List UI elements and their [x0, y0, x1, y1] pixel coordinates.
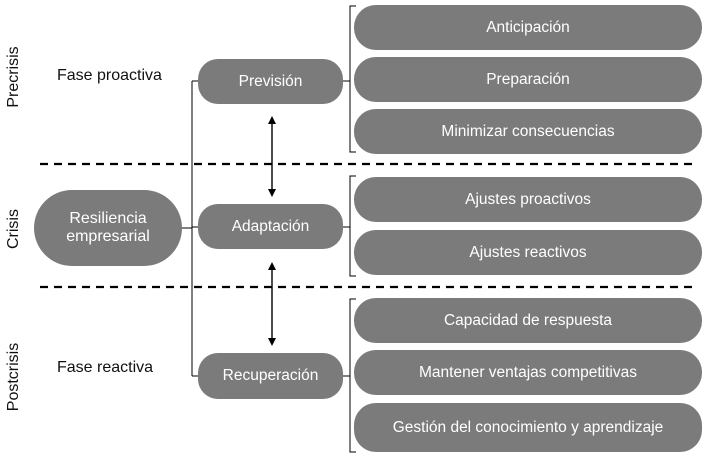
item-gestion-del-conocimiento: Gestión del conocimiento y aprendizaje	[354, 403, 702, 452]
item-ajustes-reactivos: Ajustes reactivos	[354, 230, 702, 275]
item-preparacion: Preparación	[354, 57, 702, 102]
item-minimizar-consecuencias: Minimizar consecuencias	[354, 109, 702, 154]
stage-node-prevision: Previsión	[198, 59, 343, 104]
root-node-resiliencia: Resiliencia empresarial	[34, 190, 182, 266]
prevision-bracket	[349, 5, 356, 153]
item-capacidad-de-respuesta: Capacidad de respuesta	[354, 298, 702, 343]
phase-label-precrisis: Precrisis	[5, 46, 22, 108]
item-ajustes-proactivos: Ajustes proactivos	[354, 177, 702, 222]
label-fase-reactiva: Fase reactiva	[57, 359, 154, 376]
stage-node-recuperacion: Recuperación	[198, 353, 343, 399]
recuperacion-bracket	[349, 298, 356, 453]
item-anticipacion: Anticipación	[354, 5, 702, 50]
phase-label-crisis: Crisis	[5, 209, 22, 249]
stage-node-adaptacion: Adaptación	[198, 204, 343, 249]
phase-label-postcrisis: Postcrisis	[5, 342, 22, 412]
adaptacion-bracket	[349, 175, 356, 277]
label-fase-proactiva: Fase proactiva	[57, 67, 162, 84]
item-mantener-ventajas-competitivas: Mantener ventajas competitivas	[354, 350, 702, 395]
